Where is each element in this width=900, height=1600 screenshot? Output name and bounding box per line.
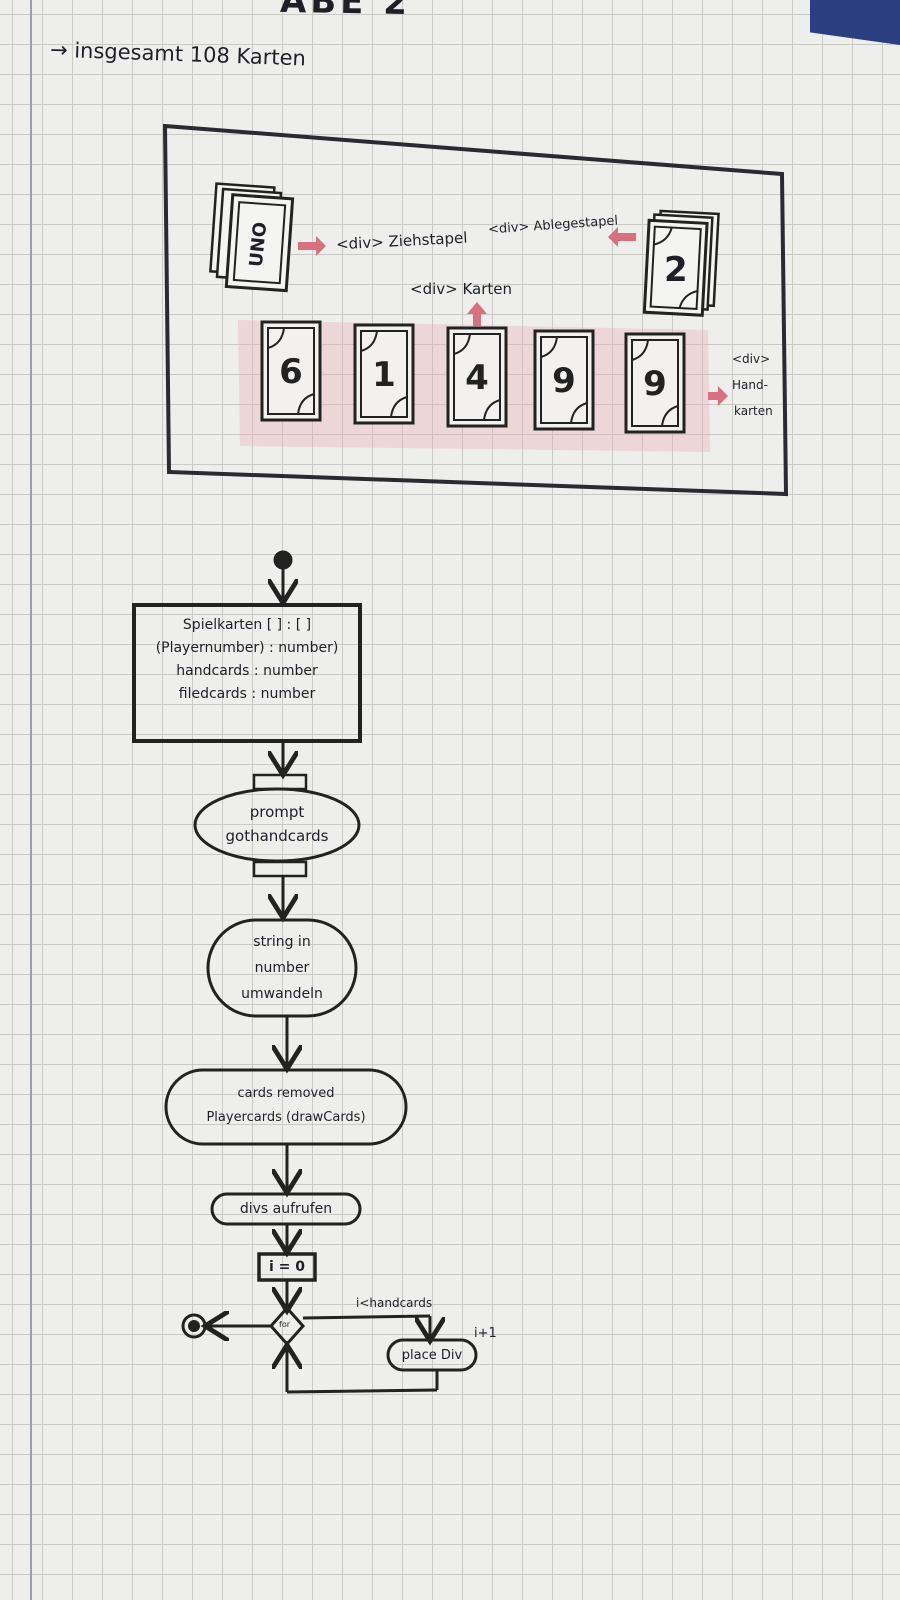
declaration-line: handcards : number <box>176 663 318 679</box>
prompt-line: gothandcards <box>225 827 329 845</box>
declaration-line: Spielkarten [ ] : [ ] <box>182 617 312 633</box>
hand-card-value: 6 <box>279 352 303 392</box>
declarations-text: Spielkarten [ ] : [ ] (Playernumber) : n… <box>134 614 360 706</box>
cards-annotation: <div> Karten <box>410 280 513 298</box>
cards-arrow <box>467 302 487 326</box>
place-div-text: place Div <box>401 1348 463 1363</box>
flowchart <box>132 550 478 1394</box>
hand-card-value: 9 <box>643 364 667 404</box>
wireframe-frame <box>162 123 789 497</box>
divs-call-text: divs aufrufen <box>239 1201 333 1217</box>
margin-line <box>30 0 32 1600</box>
start-node <box>273 550 293 570</box>
remove-line: Playercards (drawCards) <box>206 1110 366 1125</box>
draw-pile-arrow <box>298 236 326 256</box>
loop-guard: i<handcards <box>356 1296 433 1310</box>
increment-label: i+1 <box>474 1326 497 1341</box>
declaration-line: filedcards : number <box>178 686 316 702</box>
hand-card-value: 9 <box>552 361 576 401</box>
hand-card-value: 4 <box>465 358 489 398</box>
prompt-text: prompt gothandcards <box>195 800 359 848</box>
declaration-line: (Playernumber) : number) <box>155 640 339 656</box>
discard-top-card-value: 2 <box>664 250 688 290</box>
convert-node <box>206 918 358 1018</box>
convert-line: umwandeln <box>241 986 323 1002</box>
hand-card: 9 <box>624 332 686 434</box>
hand-cards: 6 1 4 9 9 <box>260 320 686 434</box>
remove-text: cards removed Playercards (drawCards) <box>166 1082 406 1130</box>
hand-card: 4 <box>446 326 508 428</box>
hand-arrow <box>708 386 728 406</box>
end-node <box>181 1313 207 1339</box>
discard-pile <box>642 209 720 317</box>
discard-pile-arrow <box>608 227 636 247</box>
prompt-line: prompt <box>249 803 305 821</box>
hand-annotation-line-2: Hand- <box>732 378 768 392</box>
init-text: i = 0 <box>268 1259 306 1275</box>
draw-pile <box>209 182 295 293</box>
hand-card-value: 1 <box>372 355 396 395</box>
convert-line: number <box>254 960 310 976</box>
flow-edge <box>302 1314 431 1320</box>
convert-text: string in number umwandeln <box>208 929 356 1007</box>
hand-annotation-line-3: karten <box>734 404 773 418</box>
remove-line: cards removed <box>237 1086 335 1101</box>
convert-line: string in <box>253 934 311 950</box>
declarations-box <box>132 603 362 743</box>
place-div-node <box>386 1338 478 1372</box>
hand-annotation-line-1: <div> <box>732 352 771 366</box>
hand-card: 9 <box>533 329 595 431</box>
hand-card: 1 <box>353 323 415 425</box>
loop-label: for <box>279 1320 290 1329</box>
flow-edge <box>286 1388 438 1394</box>
hand-card: 6 <box>260 320 322 422</box>
